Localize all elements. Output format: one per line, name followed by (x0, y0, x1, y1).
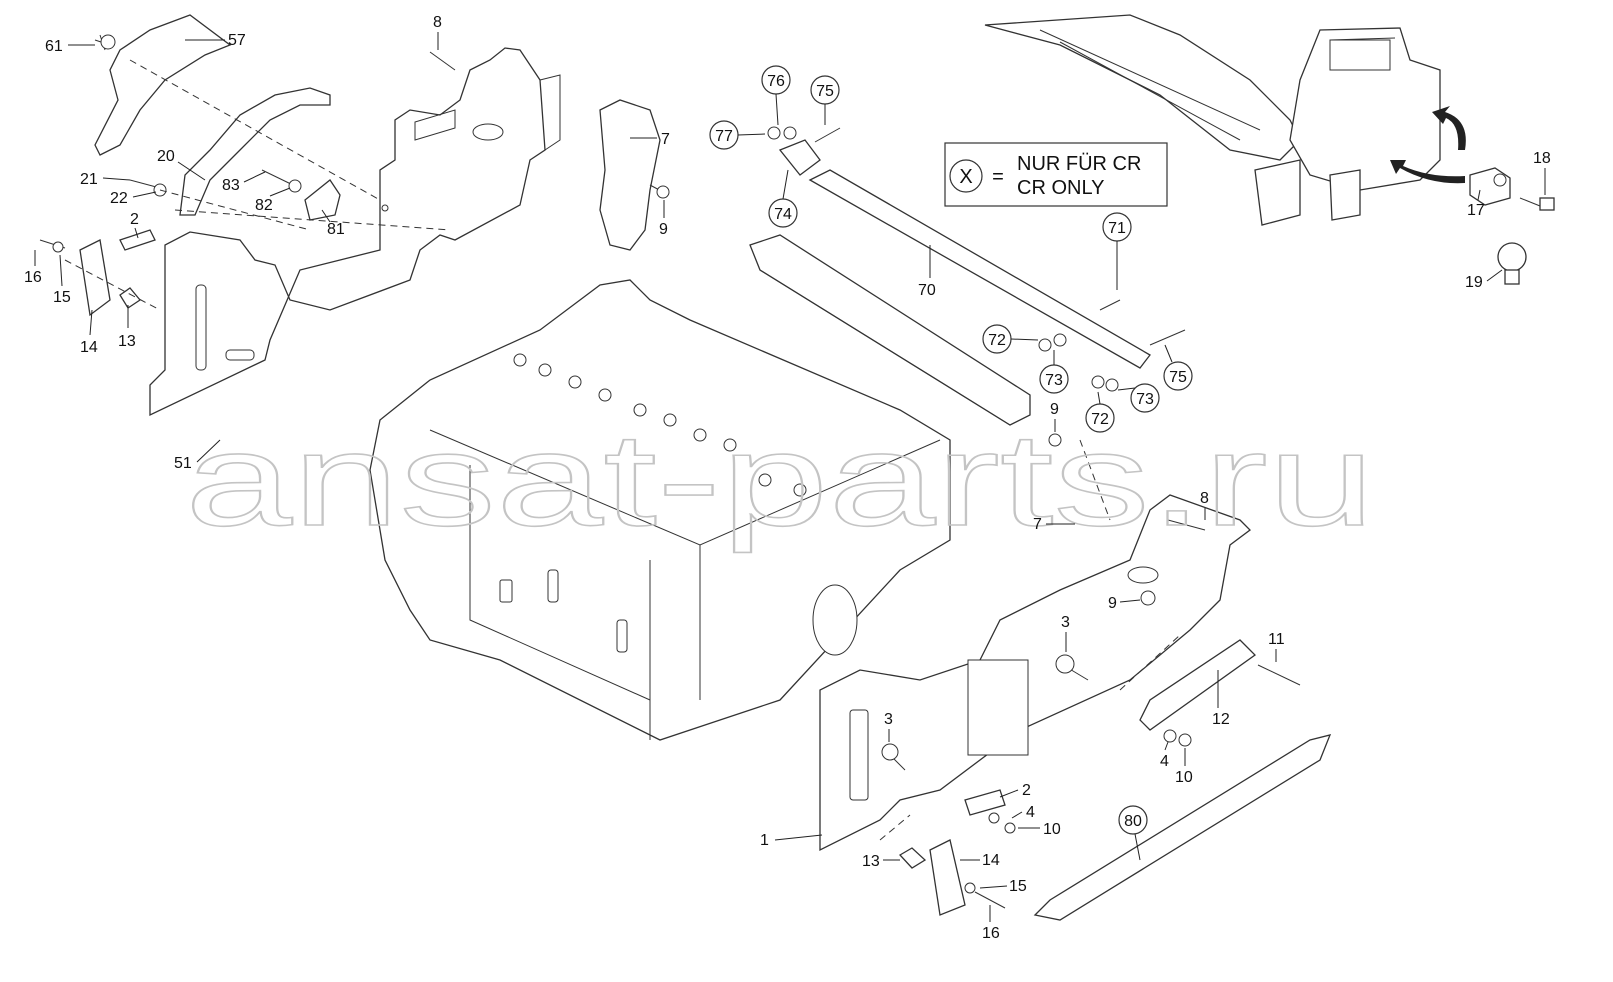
callout-77: 77 (715, 128, 733, 145)
callout-71: 71 (1108, 220, 1126, 237)
callout-14b: 14 (982, 852, 1000, 869)
side-panel-51 (149, 47, 561, 417)
callout-22: 22 (110, 190, 128, 207)
plate-14-right (929, 839, 966, 916)
callout-57: 57 (228, 32, 246, 49)
bolts-left (39, 34, 670, 253)
callout-72b: 72 (1091, 411, 1109, 428)
main-frame (369, 279, 951, 741)
callout-82: 82 (255, 197, 273, 214)
callout-61: 61 (45, 38, 63, 55)
callout-3: 3 (1061, 614, 1070, 631)
callout-12: 12 (1212, 711, 1230, 728)
callout-16b: 16 (982, 925, 1000, 942)
callout-labels: 61 57 8 7 9 20 21 22 83 82 81 2 16 15 14… (24, 14, 1551, 942)
legend-line1: NUR FÜR CR (1017, 153, 1141, 175)
callout-75: 75 (816, 83, 834, 100)
callout-4: 4 (1160, 753, 1169, 770)
callout-70: 70 (918, 282, 936, 299)
callout-2: 2 (130, 211, 139, 228)
frame-holes (513, 353, 807, 497)
callout-73b: 73 (1136, 391, 1154, 408)
machine-overview-inset (984, 14, 1466, 226)
plate-7-top (599, 99, 661, 251)
callout-83: 83 (222, 177, 240, 194)
callout-74: 74 (774, 206, 792, 223)
callout-80: 80 (1124, 813, 1142, 830)
callout-16: 16 (24, 269, 42, 286)
bracket-74 (778, 139, 821, 176)
callout-15: 15 (53, 289, 71, 306)
callout-8b: 8 (1200, 490, 1209, 507)
rail-12 (1139, 639, 1257, 731)
callout-72: 72 (988, 332, 1006, 349)
lamp-housing-17 (1469, 167, 1511, 206)
dashed-assembly-lines-right (879, 439, 1181, 841)
guard-57 (94, 14, 232, 156)
callout-21: 21 (80, 171, 98, 188)
watermark: ansat-parts.ru (185, 406, 1375, 553)
screw-18 (1519, 197, 1555, 211)
callout-9: 9 (659, 221, 668, 238)
bulb-19 (1497, 242, 1527, 285)
callout-75b: 75 (1169, 369, 1187, 386)
legend-box: X = NUR FÜR CR CR ONLY (944, 142, 1168, 207)
callout-9c: 9 (1108, 595, 1117, 612)
clip-13-right (898, 847, 927, 869)
callout-4b: 4 (1026, 804, 1035, 821)
beam-70 (749, 234, 1031, 426)
beam-71 (808, 169, 1151, 369)
bracket-81 (304, 179, 341, 221)
legend-equals: = (992, 166, 1004, 188)
callout-2b: 2 (1022, 782, 1031, 799)
callout-76: 76 (767, 73, 785, 90)
side-panel-1 (819, 494, 1251, 852)
callout-13b: 13 (862, 853, 880, 870)
callout-15b: 15 (1009, 878, 1027, 895)
callout-10: 10 (1175, 769, 1193, 786)
legend-symbol: X (959, 166, 972, 188)
callout-19: 19 (1465, 274, 1483, 291)
callout-20: 20 (157, 148, 175, 165)
block-2-left (119, 229, 156, 251)
callout-13: 13 (118, 333, 136, 350)
callout-81: 81 (327, 221, 345, 238)
callout-17: 17 (1467, 202, 1485, 219)
callout-7: 7 (661, 131, 670, 148)
callout-18: 18 (1533, 150, 1551, 167)
bolts-right (767, 126, 1301, 909)
callout-73: 73 (1045, 372, 1063, 389)
cover-20 (179, 87, 331, 216)
callout-8: 8 (433, 14, 442, 31)
callout-10b: 10 (1043, 821, 1061, 838)
block-2-right (964, 789, 1006, 816)
callout-51: 51 (174, 455, 192, 472)
callout-1: 1 (760, 832, 769, 849)
callout-7b: 7 (1033, 516, 1042, 533)
plate-14-left (79, 239, 111, 317)
callout-3b: 3 (884, 711, 893, 728)
legend-line2: CR ONLY (1017, 177, 1104, 199)
dashed-assembly-lines-left (64, 59, 451, 311)
rail-80 (1033, 734, 1332, 921)
callout-9b: 9 (1050, 401, 1059, 418)
callout-11: 11 (1268, 631, 1285, 648)
callout-14: 14 (80, 339, 98, 356)
